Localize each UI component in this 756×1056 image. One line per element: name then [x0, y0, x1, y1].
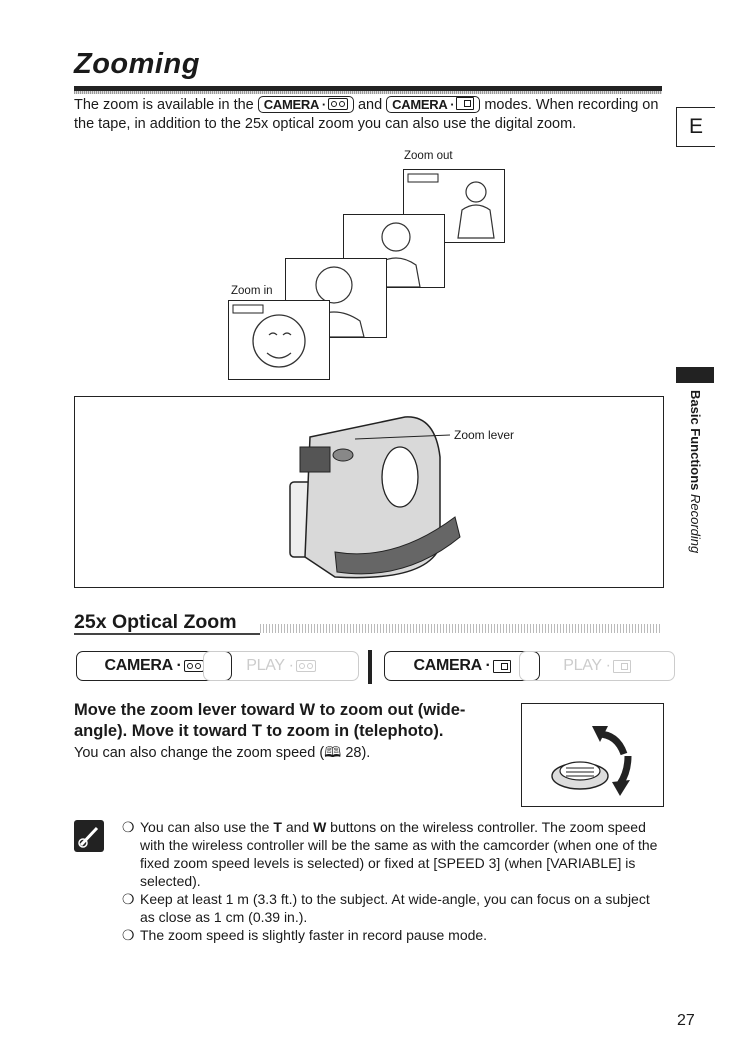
mode-label: CAMERA · — [413, 657, 491, 674]
baby-illustration-tele — [232, 304, 306, 368]
note-key-t: T — [273, 819, 282, 835]
zoom-frame-near — [285, 258, 387, 338]
section-heading: 25x Optical Zoom — [74, 611, 237, 633]
mode-play-tape: PLAY · — [203, 651, 359, 681]
card-icon — [456, 97, 475, 110]
section-halftone — [260, 624, 662, 633]
intro-text-1: The zoom is available in the — [74, 97, 254, 113]
instr-key-t: T — [251, 722, 262, 740]
side-tab-text: Basic Functions Recording — [688, 390, 703, 553]
mode-play-card: PLAY · — [519, 651, 675, 681]
page-number: 27 — [677, 1012, 695, 1029]
instr-part: to zoom out (wide-angle). Move it toward — [74, 701, 466, 740]
side-tab-primary: Basic Functions — [688, 390, 703, 491]
mode-badge-camera-tape: CAMERA · — [257, 96, 354, 113]
note-item: ❍ You can also use the T and W buttons on… — [122, 818, 667, 890]
mode-separator — [368, 650, 372, 684]
side-tab-secondary: Recording — [688, 494, 703, 554]
note-text: Keep at least 1 m (3.3 ft.) to the subje… — [140, 891, 650, 925]
mode-badge-camera-card: CAMERA · — [386, 96, 481, 113]
instr-part: to zoom in (telephoto). — [261, 722, 444, 740]
zoom-lever-label: Zoom lever — [454, 428, 515, 442]
tape-icon — [327, 98, 348, 110]
note-bullet: ❍ — [122, 819, 135, 835]
note-text: You can also use the — [140, 819, 274, 835]
tape-icon — [183, 660, 204, 672]
section-rule — [74, 633, 260, 635]
instr-part: Move the zoom lever toward — [74, 701, 300, 719]
instruction-text: Move the zoom lever toward W to zoom out… — [74, 700, 494, 742]
card-icon — [612, 659, 631, 673]
zoom-lever-figure — [521, 703, 664, 807]
zoom-in-label: Zoom in — [231, 285, 273, 297]
pencil-icon — [78, 826, 99, 848]
zoom-lever-illustration — [551, 726, 632, 796]
camcorder-illustration — [289, 416, 461, 579]
language-tab: E — [676, 107, 715, 147]
intro-text-2: modes. When recording on the tape, in ad… — [74, 97, 659, 132]
note-pencil-icon — [74, 820, 104, 852]
note-item: ❍ Keep at least 1 m (3.3 ft.) to the subj… — [122, 890, 667, 926]
title-rule — [74, 86, 662, 91]
card-icon — [492, 659, 511, 673]
intro-paragraph: The zoom is available in the CAMERA · an… — [74, 96, 674, 134]
note-item: ❍ The zoom speed is slightly faster in re… — [122, 926, 667, 944]
notes-list: ❍ You can also use the T and W buttons on… — [122, 818, 667, 944]
note-bullet: ❍ — [122, 927, 135, 943]
title-rule-halftone — [74, 91, 662, 94]
language-tab-letter: E — [688, 115, 703, 138]
zoom-out-label: Zoom out — [404, 150, 453, 162]
mode-label: CAMERA · — [104, 657, 182, 674]
baby-illustration-wide — [407, 173, 495, 239]
page-title: Zooming — [74, 48, 200, 80]
book-icon: 🕮 — [324, 745, 342, 761]
note-bullet: ❍ — [122, 891, 135, 907]
camcorder-figure — [74, 396, 664, 588]
intro-and: and — [357, 97, 383, 113]
page-ref: 28). — [345, 745, 371, 761]
note-key-w: W — [313, 819, 327, 835]
tape-icon — [295, 660, 316, 672]
mode-badge-label: CAMERA · — [263, 97, 326, 112]
zoom-frame-tele — [228, 300, 330, 380]
mode-camera-card: CAMERA · — [384, 651, 540, 681]
side-tab-marker — [676, 367, 714, 383]
mode-label: PLAY · — [563, 657, 611, 674]
note-text: The zoom speed is slightly faster in rec… — [140, 927, 488, 943]
note-text: and — [281, 819, 314, 835]
note-text: buttons on the wireless controller. The … — [140, 819, 658, 889]
instruction-sub: You can also change the zoom speed (🕮 28… — [74, 742, 494, 767]
mode-badge-label: CAMERA · — [392, 97, 455, 112]
mode-label: PLAY · — [246, 657, 294, 674]
instr-key-w: W — [299, 701, 316, 719]
mode-camera-tape: CAMERA · — [76, 651, 232, 681]
sub-text: You can also change the zoom speed ( — [74, 745, 325, 761]
